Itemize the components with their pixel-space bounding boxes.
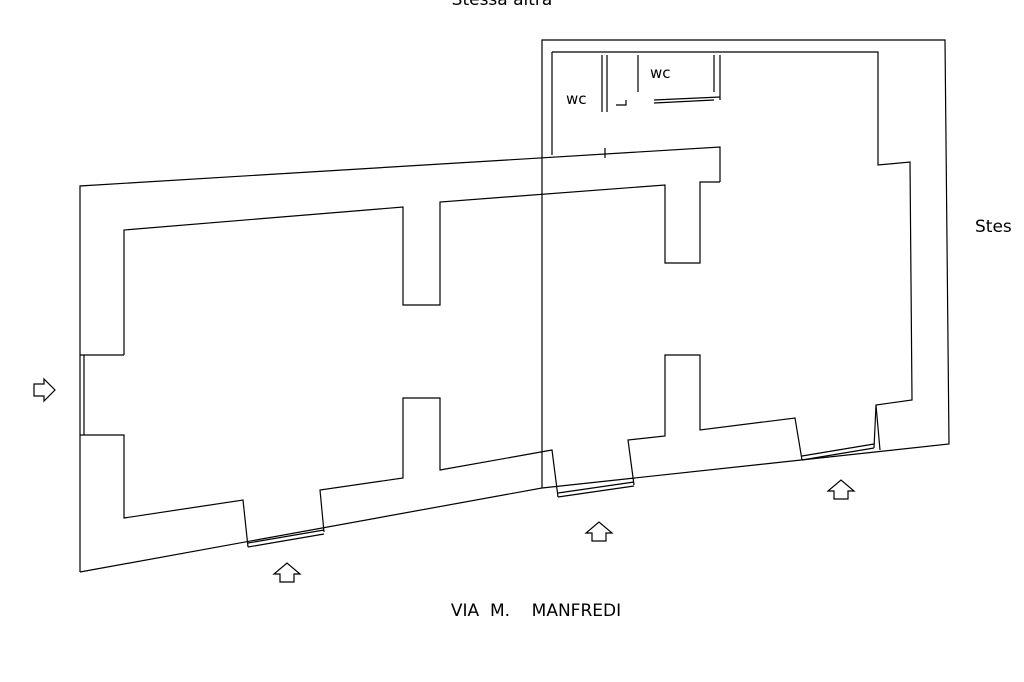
right-street-label: Stes — [975, 217, 1012, 237]
entrance-arrow-left — [33, 377, 56, 403]
top-street-label: Stessa altra — [452, 0, 553, 10]
entrance-arrow-bottom-3 — [826, 479, 856, 500]
outer-wall — [79, 39, 950, 573]
inner-wall — [80, 181, 877, 548]
street-name-label: VIA M. MANFREDI — [451, 601, 621, 621]
annex-walls — [551, 51, 913, 451]
wc-label-left: wc — [566, 90, 587, 108]
entrance-arrow-bottom-2 — [584, 521, 614, 542]
wc-label-right: wc — [650, 64, 671, 82]
street-doors — [247, 443, 875, 548]
entrance-arrow-bottom-1 — [272, 562, 302, 583]
